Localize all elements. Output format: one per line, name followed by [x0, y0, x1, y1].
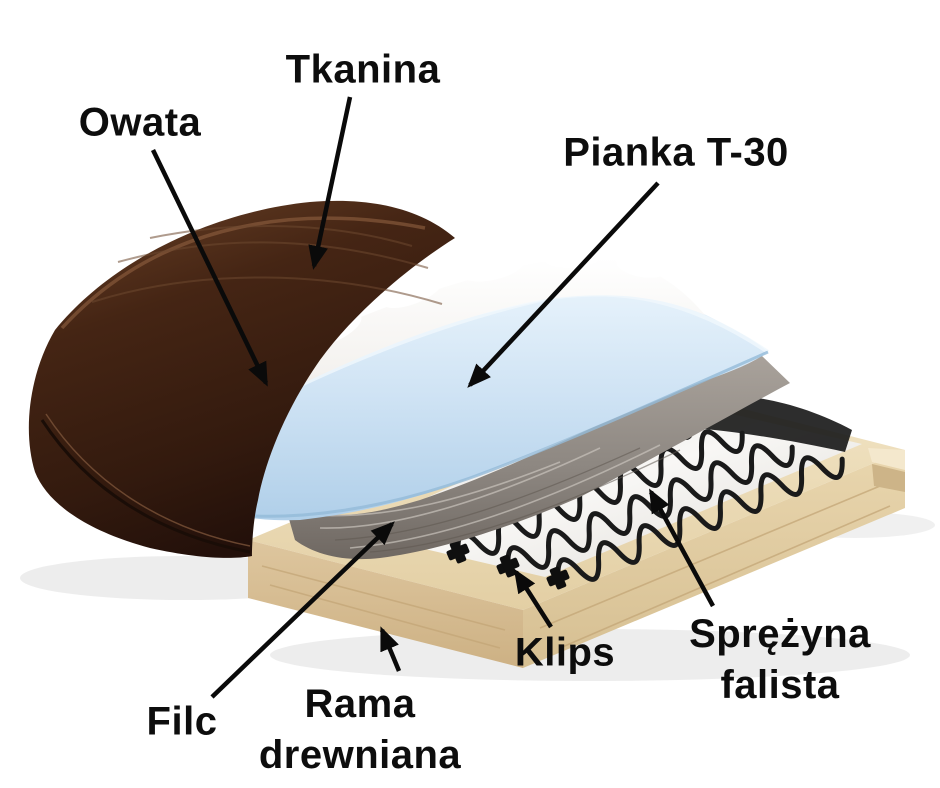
filc-arrow	[210, 521, 395, 699]
label-owata: Owata	[78, 100, 202, 145]
pianka-arrow	[467, 181, 660, 388]
label-sprezyna-line1: Sprężyna	[689, 611, 871, 656]
leather-seam	[40, 419, 251, 554]
klips-arrow	[513, 568, 553, 629]
label-rama-drewniana: Rama drewniana	[259, 679, 461, 781]
leather-cover	[28, 200, 456, 558]
sinuous-spring	[555, 455, 845, 582]
leather-crown-highlight	[60, 216, 426, 330]
sprezyna-arrow	[649, 488, 715, 608]
foam-top-highlight	[231, 292, 770, 422]
wood-grain-lines	[261, 485, 891, 649]
spring-clips	[446, 540, 570, 590]
foam-bottom-edge	[237, 350, 769, 518]
frame-corner-joint-side	[872, 464, 905, 492]
spring-clip	[446, 540, 470, 564]
pointer-arrows	[150, 96, 715, 699]
owata-arrow	[150, 149, 269, 387]
spring-clip	[496, 554, 520, 578]
leather-fold-lines	[91, 225, 443, 305]
spring-clip	[546, 566, 570, 590]
frame-front-right-face	[523, 450, 905, 668]
label-tkanina: Tkanina	[285, 47, 441, 92]
label-rama-line2: drewniana	[258, 733, 462, 777]
rama-arrow	[379, 626, 402, 672]
foam-layer	[231, 292, 770, 521]
label-filc: Filc	[146, 699, 218, 744]
label-rama-line1: Rama	[304, 681, 416, 726]
label-klips: Klips	[514, 630, 616, 675]
label-sprezyna-line2: falista	[720, 663, 840, 707]
label-pianka: Pianka T-30	[563, 130, 789, 175]
frame-corner-joint	[868, 448, 905, 470]
leather-seam-highlight	[45, 413, 251, 547]
label-sprezyna-falista: Sprężyna falista	[689, 609, 871, 711]
tkanina-arrow	[308, 96, 353, 270]
